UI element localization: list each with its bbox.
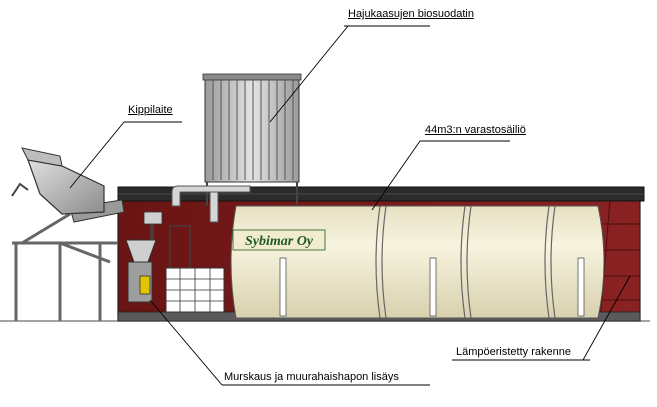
insulated-building-label: Lämpöeristetty rakenne bbox=[456, 346, 571, 358]
logo-text: Sybimar Oy bbox=[245, 234, 314, 249]
storage-tank bbox=[230, 205, 605, 319]
tank-rings bbox=[375, 205, 556, 319]
biofilter bbox=[202, 73, 302, 206]
tank-label: 44m3:n varastosäiliö bbox=[425, 124, 526, 136]
tank-supports bbox=[279, 257, 585, 317]
crushing-unit bbox=[125, 211, 163, 303]
tipper-device bbox=[11, 147, 125, 321]
callout-lines bbox=[69, 25, 631, 386]
tipper-label: Kippilaite bbox=[128, 104, 173, 116]
wall-panels bbox=[599, 199, 640, 322]
crushing-label: Murskaus ja muurahaishapon lisäys bbox=[224, 371, 399, 383]
biofilter-label: Hajukaasujen biosuodatin bbox=[348, 8, 474, 20]
company-logo: Sybimar Oy bbox=[232, 229, 326, 251]
gas-ducts bbox=[171, 185, 251, 223]
acid-containers bbox=[165, 225, 225, 313]
